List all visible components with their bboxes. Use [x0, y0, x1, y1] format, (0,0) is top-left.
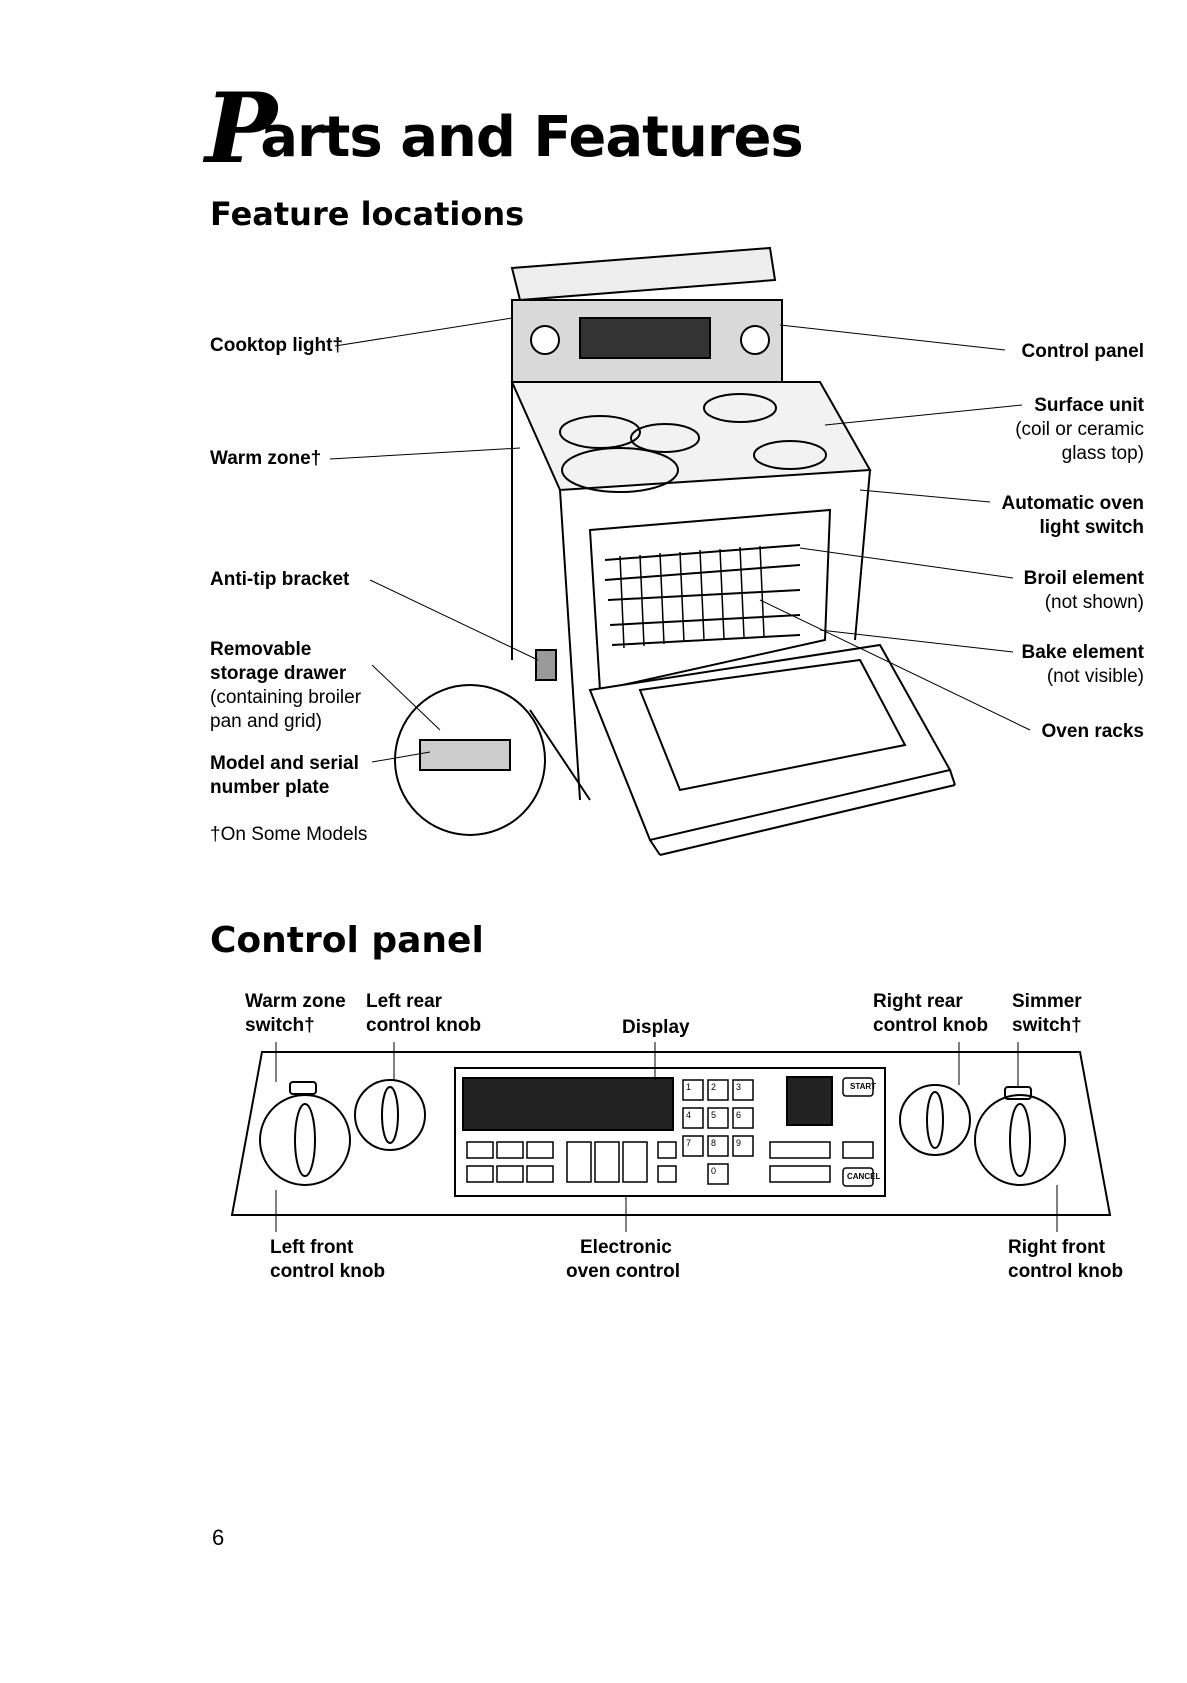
- label-auto-light-2: light switch: [1039, 517, 1145, 538]
- keypad-7[interactable]: 7: [686, 1138, 692, 1148]
- label-simmer-switch-2: switch†: [1012, 1015, 1082, 1036]
- label-right-front-knob-1: Right front: [1008, 1237, 1106, 1258]
- label-left-front-knob-2: control knob: [270, 1261, 386, 1282]
- label-left-front-knob-1: Left front: [270, 1237, 354, 1258]
- label-storage-drawer-3: (containing broiler: [210, 687, 362, 708]
- label-left-rear-knob-1: Left rear: [366, 991, 443, 1012]
- label-right-rear-knob-2: control knob: [873, 1015, 989, 1036]
- keypad-2[interactable]: 2: [711, 1082, 717, 1092]
- label-surface-unit-1: Surface unit: [1034, 395, 1144, 416]
- section-heading-control-panel: Control panel: [210, 920, 484, 961]
- keypad-6[interactable]: 6: [736, 1110, 742, 1120]
- label-right-front-knob-2: control knob: [1008, 1261, 1124, 1282]
- label-storage-drawer-2: storage drawer: [210, 663, 347, 684]
- label-display: Display: [622, 1017, 690, 1038]
- label-bake-element-1: Bake element: [1021, 642, 1144, 663]
- label-cooktop-light: Cooktop light†: [210, 335, 343, 356]
- label-warm-zone-switch-2: switch†: [245, 1015, 315, 1036]
- label-left-rear-knob-2: control knob: [366, 1015, 482, 1036]
- label-control-panel: Control panel: [1021, 341, 1144, 362]
- keypad-8[interactable]: 8: [711, 1138, 717, 1148]
- cancel-button[interactable]: CANCEL: [847, 1172, 881, 1181]
- label-electronic-control-2: oven control: [566, 1261, 681, 1282]
- label-storage-drawer-4: pan and grid): [210, 711, 322, 732]
- label-right-rear-knob-1: Right rear: [873, 991, 963, 1012]
- label-electronic-control-1: Electronic: [580, 1237, 672, 1258]
- range-illustration: [329, 246, 1031, 856]
- label-anti-tip-bracket: Anti-tip bracket: [210, 569, 350, 590]
- label-simmer-switch-1: Simmer: [1012, 991, 1082, 1012]
- label-model-plate-1: Model and serial: [210, 753, 359, 774]
- label-broil-element-2: (not shown): [1044, 592, 1144, 613]
- keypad-9[interactable]: 9: [736, 1138, 742, 1148]
- keypad-4[interactable]: 4: [686, 1110, 692, 1120]
- title-rest: arts and Features: [260, 105, 804, 170]
- label-auto-light-1: Automatic oven: [1001, 493, 1144, 514]
- keypad-3[interactable]: 3: [736, 1082, 742, 1092]
- keypad-5[interactable]: 5: [711, 1110, 717, 1120]
- label-warm-zone-switch-1: Warm zone: [245, 991, 346, 1012]
- label-storage-drawer-1: Removable: [210, 639, 312, 660]
- label-model-plate-2: number plate: [210, 777, 330, 798]
- start-button[interactable]: START: [850, 1082, 877, 1091]
- label-warm-zone: Warm zone†: [210, 448, 322, 469]
- title-drop-cap: P: [205, 72, 277, 185]
- page-number: 6: [212, 1525, 225, 1550]
- label-surface-unit-2: (coil or ceramic: [1015, 419, 1144, 440]
- label-oven-racks: Oven racks: [1041, 721, 1144, 742]
- label-broil-element-1: Broil element: [1023, 568, 1144, 589]
- footnote: †On Some Models: [210, 824, 368, 845]
- section-heading-feature-locations: Feature locations: [210, 195, 525, 233]
- label-bake-element-2: (not visible): [1046, 666, 1144, 687]
- keypad-1[interactable]: 1: [686, 1082, 692, 1092]
- page-title: Parts and Features: [205, 72, 804, 185]
- label-surface-unit-3: glass top): [1061, 443, 1144, 464]
- keypad-0[interactable]: 0: [711, 1166, 717, 1176]
